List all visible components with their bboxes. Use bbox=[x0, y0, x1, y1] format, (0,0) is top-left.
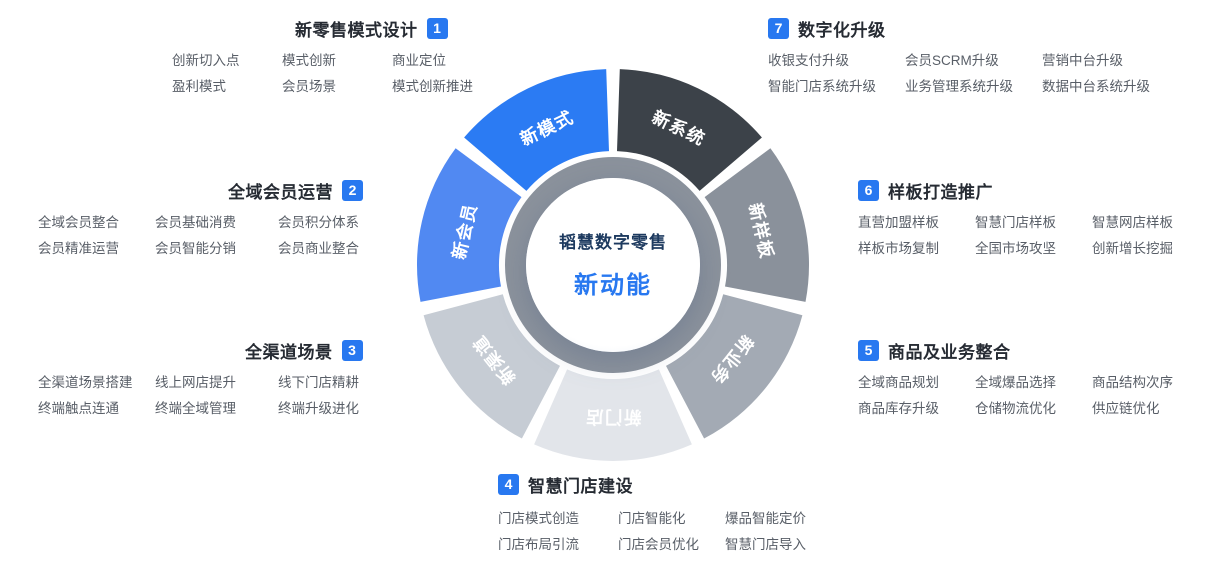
section-item: 商业定位 bbox=[392, 53, 446, 68]
section-5-header: 5 商品及业务整合 bbox=[858, 338, 1011, 362]
section-1-header: 新零售模式设计 1 bbox=[295, 16, 448, 40]
section-2-items: 全域会员整合 会员基础消费 会员积分体系 会员精准运营 会员智能分销 会员商业整… bbox=[38, 214, 359, 257]
section-5-items: 全域商品规划 全域爆品选择 商品结构次序 商品库存升级 仓储物流优化 供应链优化 bbox=[858, 374, 1173, 417]
section-1-title: 新零售模式设计 bbox=[295, 20, 418, 40]
center-subtitle: 新动能 bbox=[574, 271, 652, 299]
wheel-center bbox=[526, 178, 700, 352]
section-item: 模式创新 bbox=[282, 53, 336, 68]
section-item: 全域商品规划 bbox=[858, 375, 939, 390]
section-2-badge: 2 bbox=[342, 179, 363, 201]
wedge-new-channel bbox=[423, 294, 560, 439]
section-7-header: 7 数字化升级 bbox=[768, 16, 886, 40]
inner-ring bbox=[505, 157, 721, 373]
section-7-items: 收银支付升级 会员SCRM升级 营销中台升级 智能门店系统升级 业务管理系统升级… bbox=[768, 52, 1150, 95]
section-item: 盈利模式 bbox=[172, 79, 226, 94]
section-item: 营销中台升级 bbox=[1042, 53, 1123, 68]
section-item: 智慧网店样板 bbox=[1092, 215, 1173, 230]
section-item: 直营加盟样板 bbox=[858, 215, 939, 230]
section-2-header: 全域会员运营 2 bbox=[228, 178, 363, 202]
wedge-new-template bbox=[704, 148, 810, 302]
wedge-new-store bbox=[534, 369, 692, 461]
section-4-items: 门店模式创造 门店智能化 爆品智能定价 门店布局引流 门店会员优化 智慧门店导入 bbox=[498, 510, 806, 553]
section-4-header: 4 智慧门店建设 bbox=[498, 472, 633, 496]
section-7-title: 数字化升级 bbox=[798, 20, 886, 40]
section-1-badge: 1 bbox=[426, 17, 448, 39]
center-title: 韬慧数字零售 bbox=[559, 232, 667, 252]
section-2-title: 全域会员运营 bbox=[228, 182, 333, 202]
section-1-items: 创新切入点 模式创新 商业定位 盈利模式 会员场景 模式创新推进 bbox=[172, 52, 473, 95]
section-3-header: 全渠道场景 3 bbox=[245, 338, 363, 362]
section-item: 智慧门店导入 bbox=[725, 537, 806, 552]
section-item: 会员商业整合 bbox=[278, 241, 359, 256]
wedge-new-member bbox=[416, 148, 522, 302]
section-item: 会员场景 bbox=[282, 79, 336, 94]
section-3-items: 全渠道场景搭建 线上网店提升 线下门店精耕 终端触点连通 终端全域管理 终端升级… bbox=[38, 374, 359, 417]
section-item: 终端升级进化 bbox=[278, 401, 359, 416]
section-item: 门店智能化 bbox=[618, 511, 686, 526]
section-item: 爆品智能定价 bbox=[725, 511, 806, 526]
section-5-badge: 5 bbox=[858, 339, 879, 361]
section-6-badge: 6 bbox=[858, 179, 879, 201]
section-item: 门店会员优化 bbox=[618, 537, 699, 552]
section-item: 线下门店精耕 bbox=[278, 375, 359, 390]
section-item: 商品库存升级 bbox=[858, 401, 939, 416]
section-4-badge: 4 bbox=[498, 473, 519, 495]
section-item: 仓储物流优化 bbox=[975, 401, 1056, 416]
section-3-title: 全渠道场景 bbox=[245, 342, 333, 362]
section-item: 样板市场复制 bbox=[858, 241, 939, 256]
section-item: 会员智能分销 bbox=[155, 241, 236, 256]
section-item: 模式创新推进 bbox=[392, 79, 473, 94]
section-6-title: 样板打造推广 bbox=[888, 182, 993, 202]
wheel-diagram: 新系统 新样板 新业务 新门店 新渠道 新会员 新模式 韬慧数字零售 新动能 bbox=[416, 69, 810, 461]
section-item: 会员基础消费 bbox=[155, 215, 236, 230]
section-item: 数据中台系统升级 bbox=[1042, 79, 1150, 94]
section-item: 门店布局引流 bbox=[498, 537, 579, 552]
wedge-new-model bbox=[464, 69, 609, 191]
section-item: 智能门店系统升级 bbox=[768, 79, 876, 94]
section-item: 全渠道场景搭建 bbox=[38, 375, 133, 390]
section-item: 业务管理系统升级 bbox=[905, 79, 1013, 94]
section-item: 会员精准运营 bbox=[38, 241, 119, 256]
wedge-new-system bbox=[617, 69, 762, 191]
section-item: 创新切入点 bbox=[172, 53, 240, 68]
section-item: 终端全域管理 bbox=[155, 401, 236, 416]
section-item: 全国市场攻坚 bbox=[975, 241, 1056, 256]
section-6-items: 直营加盟样板 智慧门店样板 智慧网店样板 样板市场复制 全国市场攻坚 创新增长挖… bbox=[858, 214, 1173, 257]
section-item: 供应链优化 bbox=[1092, 401, 1160, 416]
section-item: 商品结构次序 bbox=[1092, 375, 1173, 390]
section-item: 线上网店提升 bbox=[155, 375, 236, 390]
section-5-title: 商品及业务整合 bbox=[888, 342, 1011, 362]
section-item: 收银支付升级 bbox=[768, 53, 849, 68]
wedge-new-business bbox=[666, 294, 803, 439]
section-item: 门店模式创造 bbox=[498, 511, 579, 526]
section-7-badge: 7 bbox=[768, 17, 789, 39]
section-item: 会员SCRM升级 bbox=[905, 53, 999, 68]
section-item: 全域爆品选择 bbox=[975, 375, 1056, 390]
section-item: 智慧门店样板 bbox=[975, 215, 1056, 230]
section-item: 创新增长挖掘 bbox=[1092, 241, 1173, 256]
section-3-badge: 3 bbox=[341, 339, 363, 361]
section-item: 会员积分体系 bbox=[278, 215, 359, 230]
section-6-header: 6 样板打造推广 bbox=[858, 178, 993, 202]
section-item: 全域会员整合 bbox=[38, 215, 119, 230]
section-item: 终端触点连通 bbox=[38, 401, 119, 416]
wedge-label-new-store: 新门店 bbox=[585, 407, 642, 427]
section-4-title: 智慧门店建设 bbox=[528, 476, 633, 496]
